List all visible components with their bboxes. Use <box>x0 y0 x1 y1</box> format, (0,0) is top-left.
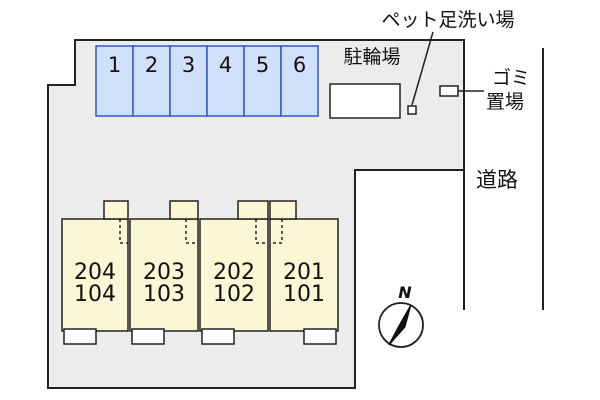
parking-slot: 4 <box>206 45 245 117</box>
compass-icon <box>378 302 424 348</box>
parking-slot-number: 3 <box>182 53 195 77</box>
compass-north-label: N <box>398 283 412 302</box>
parking-area: 1 2 3 4 5 6 <box>95 45 319 117</box>
unit-number-lower: 102 <box>213 282 255 307</box>
unit-block <box>129 200 199 345</box>
parking-slot: 5 <box>243 45 282 117</box>
parking-slot: 1 <box>95 45 134 117</box>
unit-block <box>269 200 339 345</box>
parking-slot-number: 1 <box>108 53 121 77</box>
unit-number-lower: 104 <box>74 282 116 307</box>
pet-wash-label: ペット足洗い場 <box>381 9 514 31</box>
parking-slot: 3 <box>169 45 208 117</box>
garbage-label-line2: 置場 <box>486 91 524 113</box>
pet-wash-leader-line <box>411 31 434 106</box>
parking-slot: 2 <box>132 45 171 117</box>
bike-parking-label: 駐輪場 <box>343 46 400 68</box>
unit-number-upper: 203 <box>143 260 185 285</box>
garbage-label-line1: ゴミ <box>492 67 530 89</box>
unit-number-upper: 201 <box>283 260 325 285</box>
garbage-area <box>439 85 459 97</box>
parking-slot-number: 4 <box>219 53 232 77</box>
unit-number-upper: 204 <box>74 260 116 285</box>
road-label: 道路 <box>476 168 518 192</box>
unit-block <box>199 200 269 345</box>
unit-number-lower: 103 <box>143 282 185 307</box>
unit-block <box>61 200 129 345</box>
unit-number-lower: 101 <box>283 282 325 307</box>
bike-parking <box>329 83 401 119</box>
parking-slot-number: 2 <box>145 53 158 77</box>
parking-slot-number: 5 <box>256 53 269 77</box>
parking-slot-number: 6 <box>293 53 306 77</box>
unit-number-upper: 202 <box>213 260 255 285</box>
pet-wash-station <box>407 105 417 115</box>
parking-slot: 6 <box>280 45 319 117</box>
